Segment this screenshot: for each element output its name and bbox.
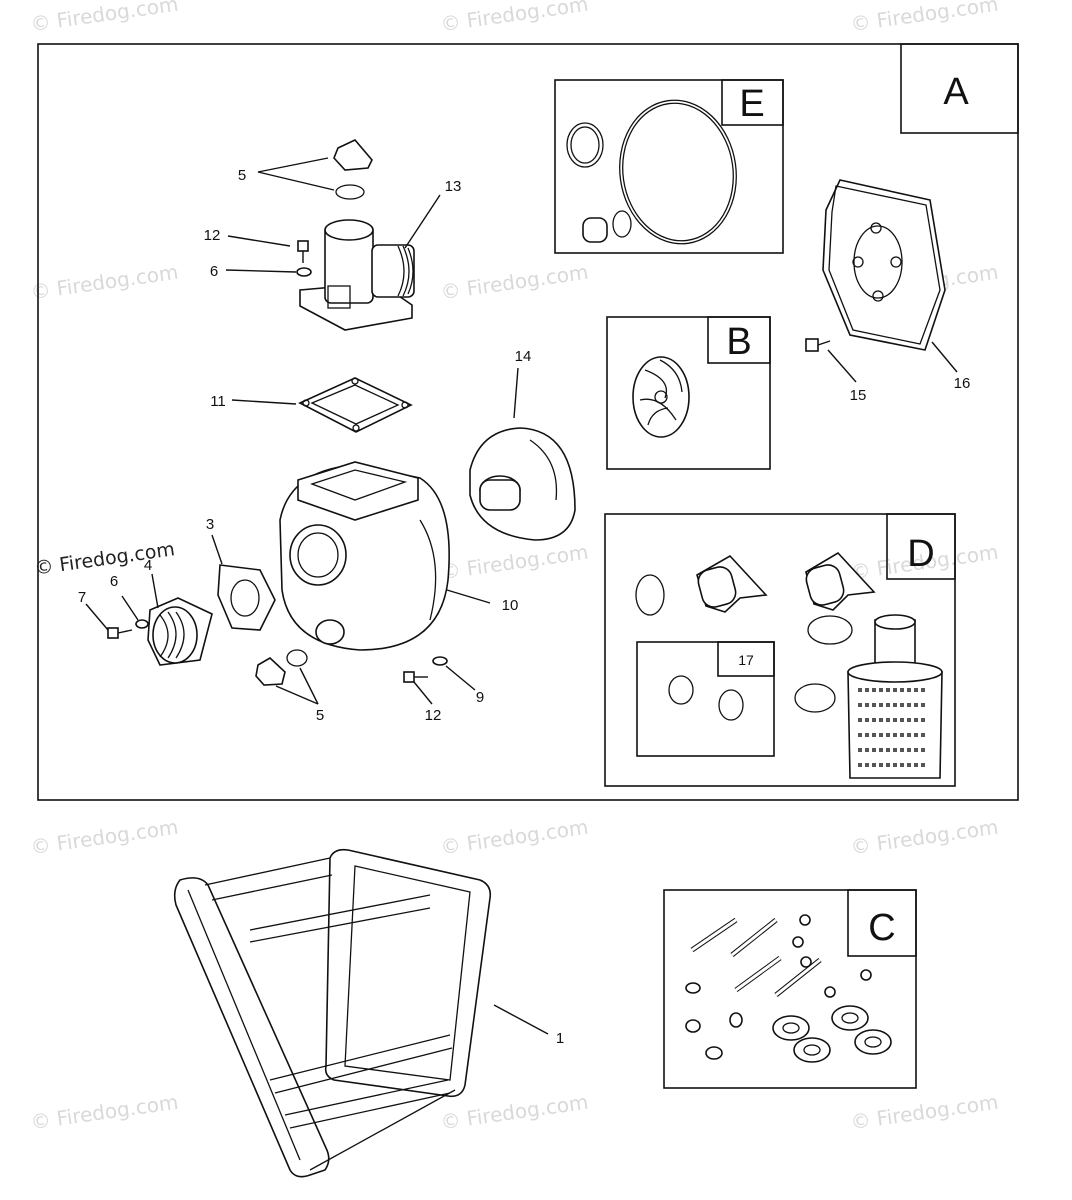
callout-12: 12	[425, 707, 442, 724]
rubber-mounts	[772, 1005, 892, 1063]
kit-e-label: E	[739, 83, 764, 125]
seal-ring	[668, 675, 694, 705]
bolt	[107, 619, 149, 639]
kit-d-label: D	[907, 533, 934, 575]
o-ring-small	[566, 122, 604, 168]
strainer	[847, 614, 943, 779]
bolt-set	[690, 917, 822, 997]
o-ring-large	[619, 99, 737, 245]
hose-clamp	[794, 683, 836, 713]
pump-frame-1	[173, 848, 492, 1178]
impeller	[632, 356, 690, 438]
pump-casing	[279, 461, 450, 651]
kit-17-box	[636, 641, 775, 757]
callout-13: 13	[445, 178, 462, 195]
gasket-3	[217, 564, 276, 631]
volute-14	[469, 427, 576, 541]
callout-7: 7	[78, 589, 86, 606]
callout-5: 5	[316, 707, 324, 724]
fill-cap	[333, 139, 373, 200]
kit-c-label: C	[868, 907, 895, 949]
seal-ring	[718, 689, 744, 721]
kit-17-label: 17	[738, 652, 754, 668]
gasket-11	[298, 377, 413, 433]
callout-10: 10	[502, 597, 519, 614]
kit-c-box: C	[663, 889, 917, 1089]
leader-lines	[85, 157, 958, 1035]
callout-11: 11	[210, 393, 226, 410]
callout-16: 16	[954, 375, 971, 392]
drain-plug	[255, 649, 308, 686]
kit-d-box: D 17	[604, 513, 956, 787]
callout-14: 14	[515, 348, 532, 365]
callout-15: 15	[850, 387, 867, 404]
cover-plate-16	[822, 179, 946, 351]
callout-12: 12	[204, 227, 221, 244]
callout-5: 5	[238, 167, 246, 184]
bolt	[805, 338, 831, 352]
bolt	[403, 656, 448, 683]
hose-clamp	[807, 615, 853, 645]
callout-9: 9	[476, 689, 484, 706]
callout-6: 6	[210, 263, 218, 280]
callout-3: 3	[206, 516, 214, 533]
hose-clamp	[635, 574, 665, 616]
suction-flange-4	[147, 597, 213, 666]
kit-b-label: B	[726, 321, 751, 363]
kit-e-box: E	[554, 79, 784, 254]
callout-6: 6	[110, 573, 118, 590]
bushing	[582, 217, 608, 243]
kit-a-label: A	[943, 71, 969, 113]
bolt	[296, 240, 312, 277]
callout-1: 1	[556, 1030, 564, 1047]
callout-4: 4	[144, 557, 152, 574]
seal-ring	[612, 210, 632, 238]
discharge-housing-13	[299, 219, 415, 331]
kit-a-box: A	[37, 43, 1019, 801]
kit-b-box: B	[606, 316, 771, 470]
